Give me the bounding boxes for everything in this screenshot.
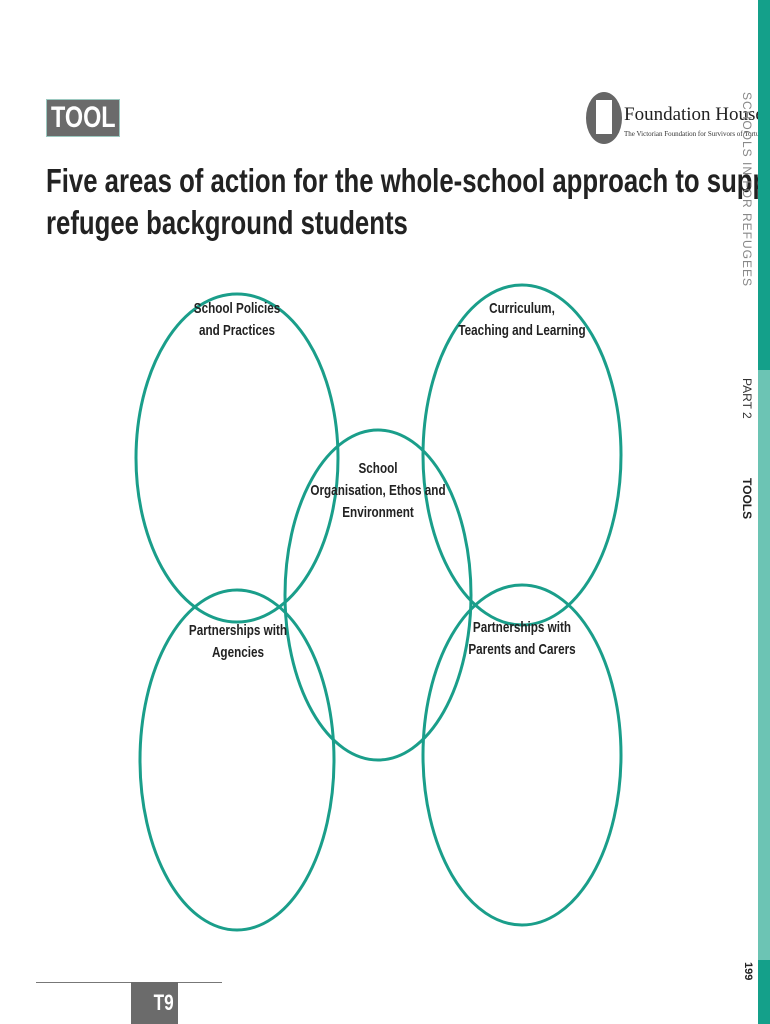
ellipse-partnerships-parents [421,583,623,927]
foundation-house-logo: Foundation House The Victorian Foundatio… [586,92,765,144]
logo-subtitle: The Victorian Foundation for Survivors o… [624,130,765,138]
tool-badge: TOOL 9 [46,99,120,137]
tool-badge-text: TOOL 9 [51,101,119,134]
title-line-1: Five areas of action for the whole-schoo… [46,162,770,199]
house-logo-icon [586,92,622,144]
footer-tab-text: T9 [153,990,174,1015]
area-label-curriculum: Curriculum,Teaching and Learning [458,300,586,339]
ellipse-organisation [283,428,473,762]
footer-rule [36,982,222,983]
page-title: Five areas of action for the whole-schoo… [46,160,770,244]
side-strip-highlight [758,370,770,960]
title-line-2: refugee background students [46,204,408,241]
logo-name: Foundation House [624,104,764,125]
ellipse-curriculum [421,283,623,627]
ellipse-policies [134,292,340,624]
ellipse-partnerships-agencies [138,588,336,932]
footer-tab: T9 [131,982,178,1024]
